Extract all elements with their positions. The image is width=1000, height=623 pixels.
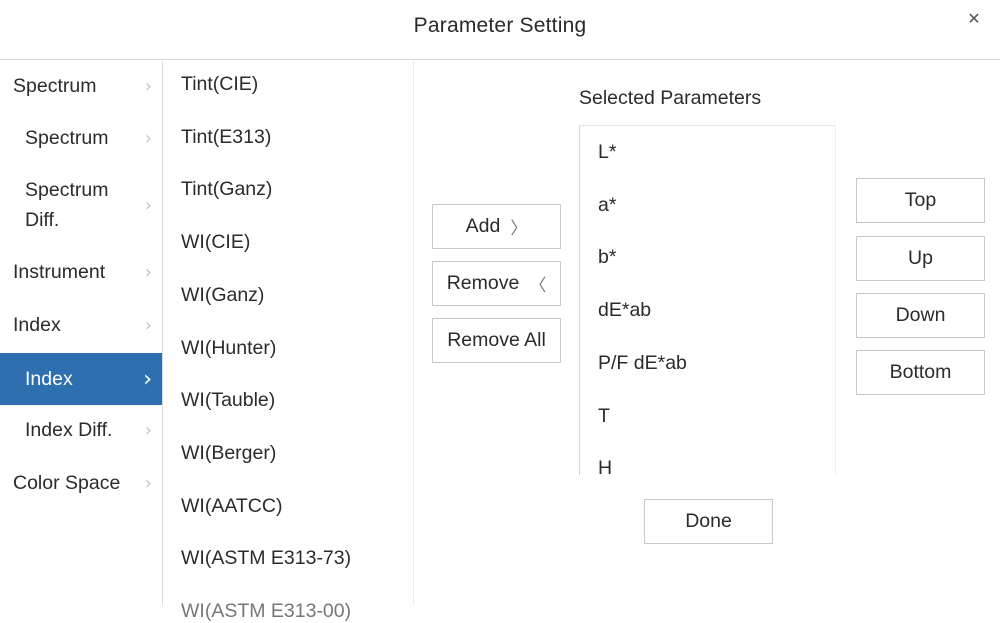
done-button[interactable]: Done xyxy=(644,499,773,544)
selected-parameter-item[interactable]: L* xyxy=(598,141,617,163)
category-label: Spectrum Diff. xyxy=(25,179,109,231)
parameter-item[interactable]: Tint(CIE) xyxy=(181,73,259,95)
chevron-right-icon: › xyxy=(144,127,152,149)
category-item[interactable]: Instrument › xyxy=(0,257,162,287)
add-button[interactable]: Add 〉 xyxy=(432,204,561,249)
chevron-left-icon: 〈 xyxy=(529,276,547,296)
selected-parameter-item[interactable]: T xyxy=(598,404,610,427)
parameter-item[interactable]: WI(Ganz) xyxy=(181,283,265,306)
down-button[interactable]: Down xyxy=(856,293,985,338)
category-label: Spectrum xyxy=(13,75,97,97)
chevron-right-icon: › xyxy=(144,419,152,441)
category-item[interactable]: Color Space › xyxy=(0,468,162,498)
chevron-right-icon: › xyxy=(143,366,152,392)
category-label: Index xyxy=(25,368,73,390)
category-label: Index xyxy=(13,314,61,336)
category-item[interactable]: Index › xyxy=(0,310,162,340)
parameter-item[interactable]: WI(Berger) xyxy=(181,441,277,464)
selected-parameter-item[interactable]: dE*ab xyxy=(598,299,652,322)
category-label: Index Diff. xyxy=(25,419,113,441)
category-label: Color Space xyxy=(13,472,121,494)
add-button-label: Add xyxy=(465,215,501,237)
parameter-item[interactable]: WI(ASTM E313-73) xyxy=(181,547,352,570)
category-item[interactable]: Index Diff. › xyxy=(0,415,162,445)
parameter-item[interactable]: Tint(Ganz) xyxy=(181,178,273,201)
top-button[interactable]: Top xyxy=(856,178,985,223)
category-item[interactable]: Spectrum › xyxy=(0,123,162,153)
title-bar: Parameter Setting ✕ xyxy=(0,0,1000,60)
chevron-right-icon: › xyxy=(144,261,152,283)
parameter-item[interactable]: WI(AATCC) xyxy=(181,494,283,517)
category-label: Instrument xyxy=(13,261,106,283)
parameter-item[interactable]: WI(CIE) xyxy=(181,231,251,254)
parameter-list: Tint(CIE) Tint(E313) Tint(Ganz) WI(CIE) WI(G… xyxy=(164,61,414,622)
dialog-title: Parameter Setting xyxy=(413,14,587,37)
bottom-button[interactable]: Bottom xyxy=(856,350,985,395)
close-icon[interactable]: ✕ xyxy=(967,11,981,28)
remove-all-button-label: Remove All xyxy=(447,329,546,351)
category-label: Spectrum xyxy=(25,127,109,149)
selected-parameters-title: Selected Parameters xyxy=(579,87,762,109)
parameter-item[interactable]: WI(ASTM E313-00) xyxy=(181,600,352,622)
chevron-right-icon: › xyxy=(144,314,152,336)
remove-button[interactable]: Remove 〈 xyxy=(432,261,561,306)
chevron-right-icon: › xyxy=(144,472,152,494)
chevron-right-icon: 〉 xyxy=(510,219,528,239)
category-item[interactable]: Spectrum › xyxy=(0,71,162,101)
remove-all-button[interactable]: Remove All xyxy=(432,318,561,363)
category-list: Spectrum›Spectrum›Spectrum Diff.›Instrum… xyxy=(0,61,163,605)
parameter-item[interactable]: Tint(E313) xyxy=(181,125,272,148)
selected-parameter-item[interactable]: a* xyxy=(598,193,617,216)
parameter-item[interactable]: WI(Tauble) xyxy=(181,389,276,412)
parameter-item[interactable]: WI(Hunter) xyxy=(181,336,277,359)
category-item[interactable]: Spectrum Diff. › xyxy=(0,175,162,235)
chevron-right-icon: › xyxy=(144,75,152,97)
selected-parameter-item[interactable]: b* xyxy=(598,246,617,269)
chevron-right-icon: › xyxy=(144,194,152,216)
up-button[interactable]: Up xyxy=(856,236,985,281)
selected-parameter-item[interactable]: H xyxy=(598,457,613,480)
category-item[interactable]: Index › xyxy=(0,353,162,405)
selected-parameter-item[interactable]: P/F dE*ab xyxy=(598,351,687,374)
remove-button-label: Remove xyxy=(446,272,520,294)
